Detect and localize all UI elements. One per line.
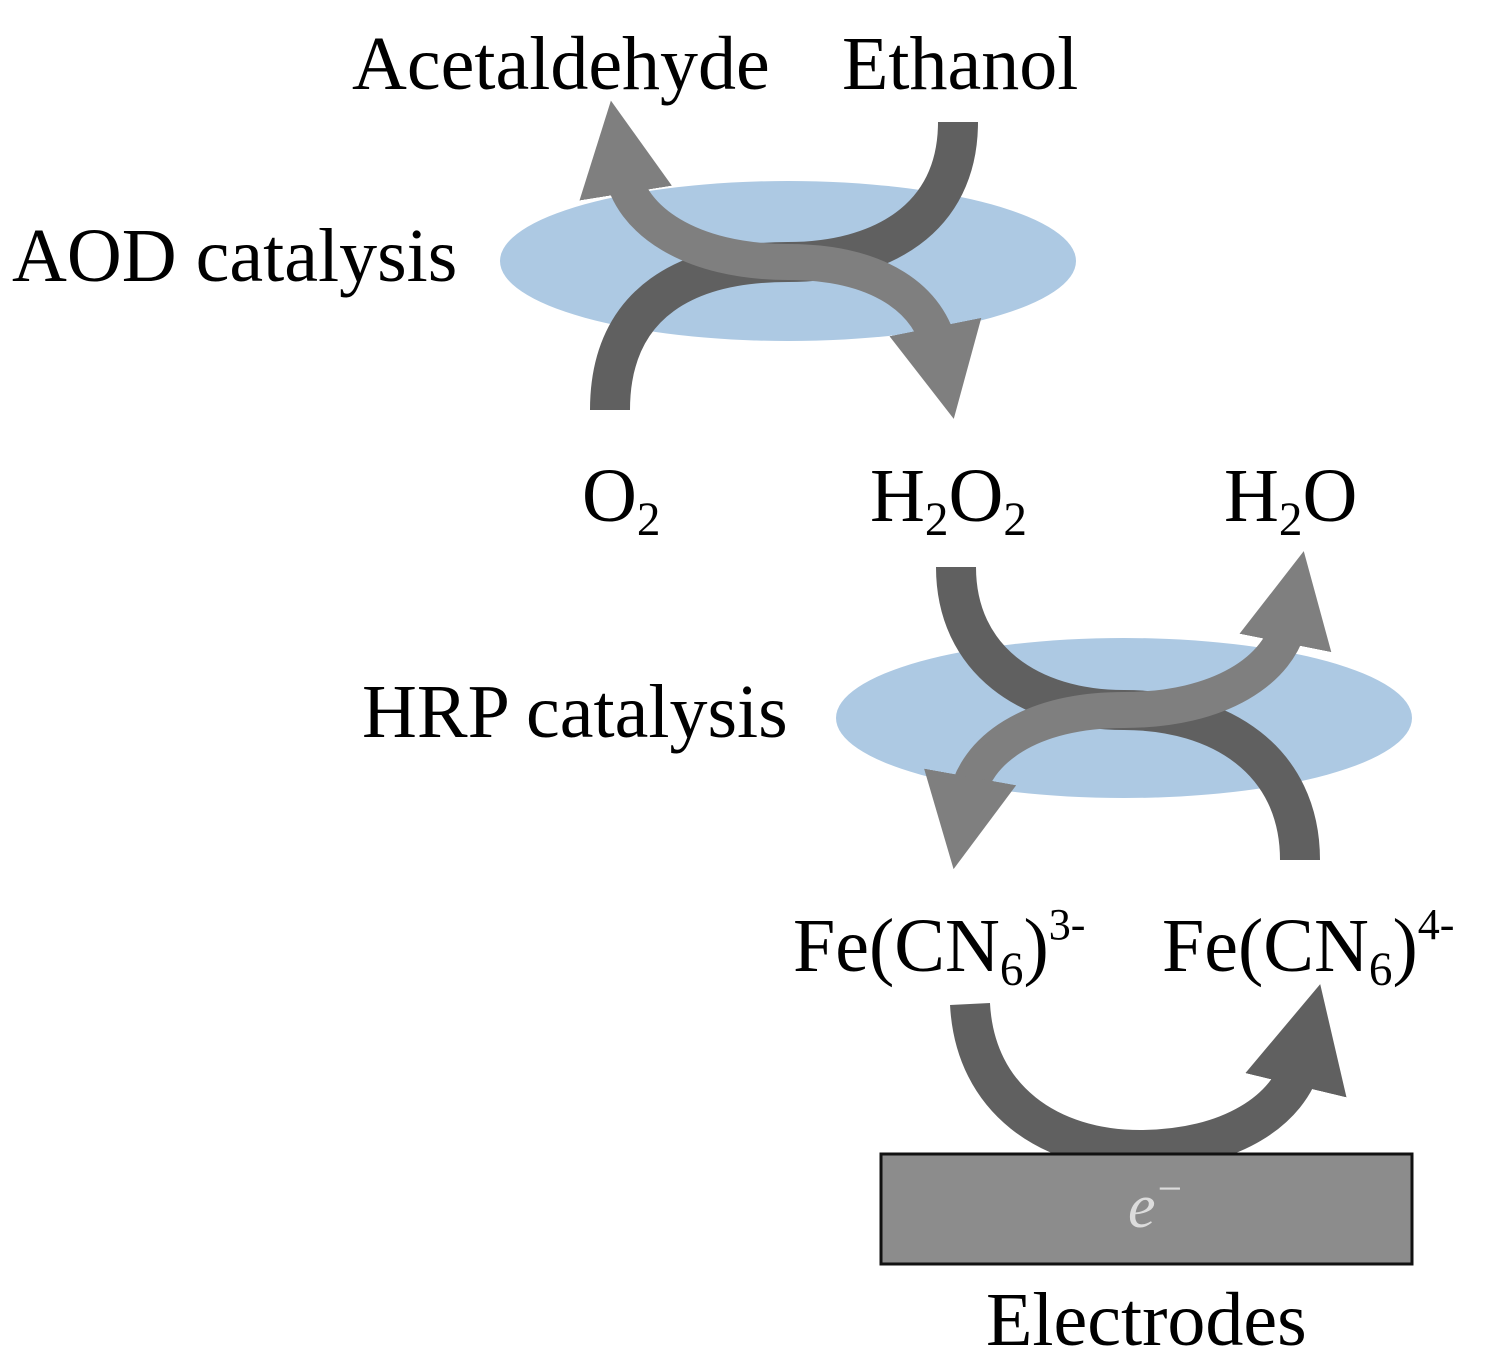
hrp-catalysis-label: HRP catalysis — [362, 670, 788, 754]
ferricyanide-sub: 6 — [999, 944, 1024, 997]
h2o-label: H2O — [1224, 458, 1357, 544]
ferrocyanide-charge: 4- — [1417, 900, 1455, 950]
electron-label: e− — [1128, 1167, 1182, 1241]
ferrocyanide-close: ) — [1392, 904, 1418, 988]
ferricyanide-base: Fe(CN — [793, 904, 1000, 988]
h2o2-production-arrow — [787, 244, 982, 419]
o2-label: O2 — [582, 458, 660, 544]
ferrocyanide-sub: 6 — [1368, 944, 1393, 997]
h2o-o: O — [1302, 454, 1358, 538]
electron-symbol: e — [1128, 1173, 1156, 1241]
electrodes-label: Electrodes — [986, 1278, 1307, 1362]
o2-subscript: 2 — [636, 494, 661, 547]
h2o2-h: H — [870, 454, 925, 538]
electrode-bar — [879, 1152, 1414, 1266]
electron-charge: − — [1157, 1165, 1183, 1214]
ferricyanide-charge: 3- — [1048, 900, 1086, 950]
o2-base: O — [582, 454, 637, 538]
ferricyanide-production-arrow — [924, 692, 1125, 870]
h2o2-o: O — [948, 454, 1004, 538]
h2o-production-arrow — [1123, 551, 1332, 728]
h2o-sub: 2 — [1278, 494, 1303, 547]
aod-catalysis-label: AOD catalysis — [12, 214, 458, 298]
h2o2-sub2: 2 — [1003, 494, 1027, 547]
h2o2-label: H2O2 — [870, 458, 1027, 544]
h2o2-sub1: 2 — [924, 494, 949, 547]
acetaldehyde-production-arrow — [579, 100, 789, 280]
h2o-h: H — [1224, 454, 1279, 538]
ethanol-label: Ethanol — [842, 22, 1079, 106]
ferrocyanide-base: Fe(CN — [1162, 904, 1369, 988]
acetaldehyde-label: Acetaldehyde — [352, 22, 770, 106]
ferrocyanide-label: Fe(CN6)4- — [1162, 903, 1454, 994]
ferricyanide-close: ) — [1023, 904, 1049, 988]
ferricyanide-label: Fe(CN6)3- — [793, 903, 1085, 994]
electrode-reduction-arrow — [950, 984, 1347, 1171]
